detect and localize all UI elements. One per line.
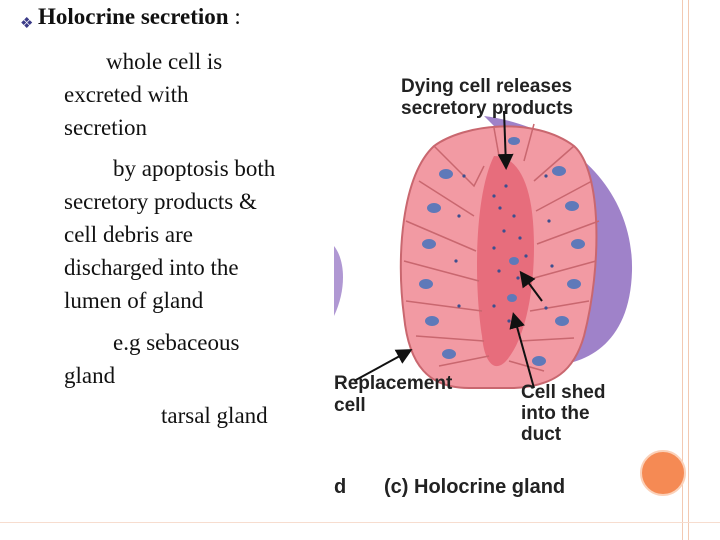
gland-capsule-left-fragment [334,246,343,316]
slide-text-block: ❖ Holocrine secretion : whole cell is ex… [0,0,335,440]
cell-nuclei [419,137,585,366]
arrow-shed-cell-1 [509,312,535,389]
body-line-6: cell debris are [64,222,193,247]
body-line-8: lumen of gland [64,288,204,313]
arrow-replacement-cell [353,349,413,382]
label-fragment: d [334,476,347,498]
label-dying-cell: Dying cell releases secretory products [401,76,574,119]
heading-term: Holocrine secretion [38,4,229,29]
body-line-7: discharged into the [64,255,239,280]
body-line-11: tarsal gland [161,403,268,428]
slide-heading: Holocrine secretion : [38,0,241,33]
label-cell-shed: Cell shed into the duct [521,382,606,445]
decorative-orange-circle [640,450,686,496]
body-line-1: whole cell is [106,49,223,74]
figure-caption: (c) Holocrine gland [384,476,566,498]
body-line-5: secretory products & [64,189,257,214]
arrow-shed-cell-2 [519,270,543,302]
slide-frame-line-outer [682,0,683,540]
body-line-9: e.g sebaceous [113,330,240,355]
body-line-4: by apoptosis both [113,156,276,181]
slide-frame-line-inner [688,0,689,540]
body-line-2: excreted with [64,82,189,107]
arrow-dying-cell [497,110,514,170]
body-line-3: secretion [64,115,148,140]
heading-colon: : [234,4,241,29]
diamond-bullet-icon: ❖ [20,16,34,32]
body-line-10: gland [64,363,116,388]
slide-frame-line-bottom [0,522,720,523]
secretory-granules [454,174,554,323]
label-replacement-cell: Replacement cell [334,373,453,416]
cell-boundaries [403,123,600,372]
gland-illustration [334,110,633,389]
holocrine-gland-figure: Dying cell releases secretory products R… [334,16,636,506]
